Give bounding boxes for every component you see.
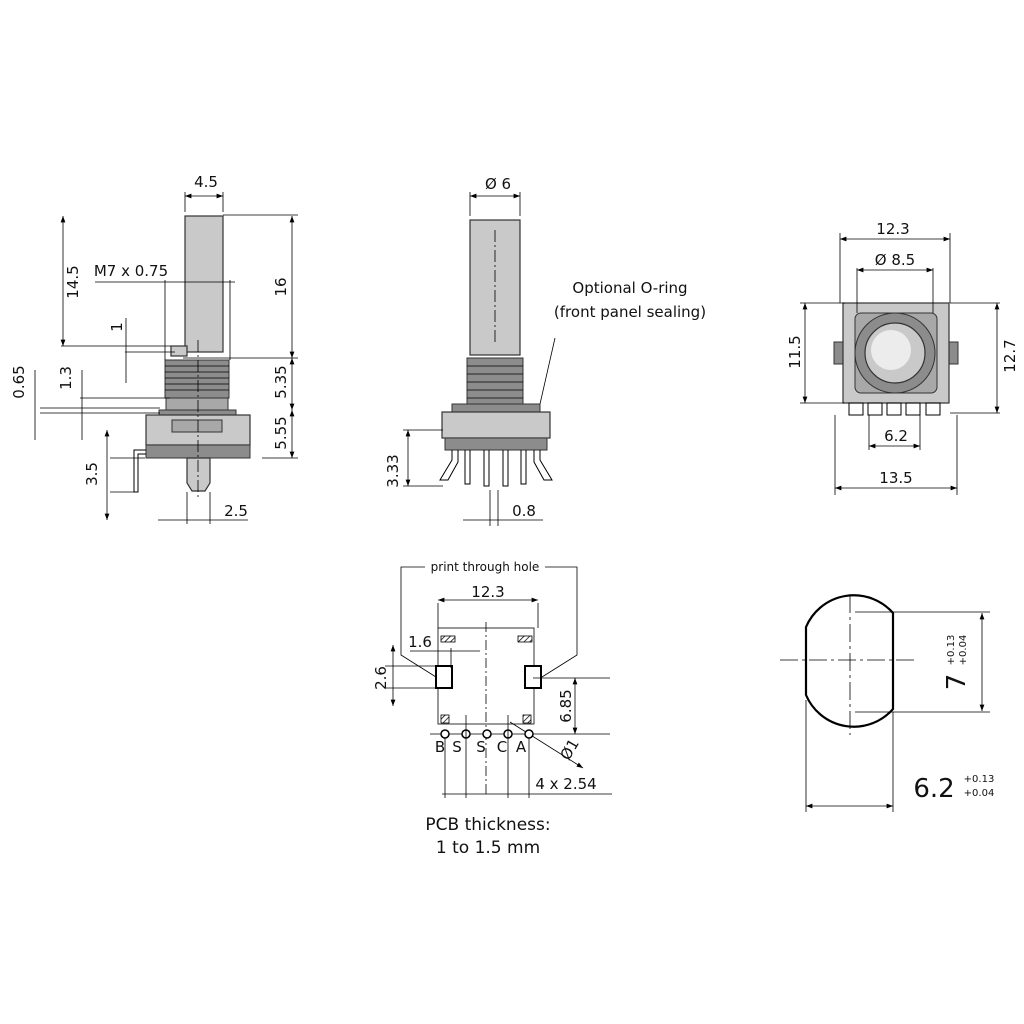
- dim-pitch: 4 x 2.54: [535, 775, 596, 793]
- oring-label-line1: Optional O-ring: [572, 279, 687, 297]
- dim-section-width: 6.2: [913, 774, 954, 804]
- pin-holes: [440, 729, 534, 739]
- thread: [164, 359, 230, 399]
- shaft-step: [170, 345, 188, 357]
- dim-slot-width: 1.6: [408, 633, 432, 651]
- dim-width: 12.3: [876, 220, 909, 238]
- oring-label-line2: (front panel sealing): [554, 303, 706, 321]
- pin-label-s2: S: [476, 738, 486, 756]
- shaft-section: 7 +0.13 +0.04 6.2 +0.13 +0.04: [780, 594, 995, 812]
- dim-nut: 1.3: [57, 366, 75, 390]
- mounting-slot-right: [524, 665, 542, 689]
- pin-label-s1: S: [452, 738, 462, 756]
- side-pins: [439, 450, 553, 481]
- bent-pin: [133, 449, 146, 493]
- top-view: 12.3 Ø 8.5 11.5 12.7 6.2 13.5: [786, 220, 1019, 495]
- dim-pin-span: 6.2: [884, 427, 908, 445]
- terminal-pins: [464, 450, 527, 487]
- dim-pcb-width: 12.3: [471, 583, 504, 601]
- front-view: Ø 6 Optional O-ring (front panel sealing…: [384, 175, 706, 526]
- thread: [466, 357, 524, 405]
- dim-flat-depth: 1: [108, 322, 126, 332]
- dim-thread: M7 x 0.75: [94, 262, 168, 280]
- pcb-thickness-line1: PCB thickness:: [425, 815, 550, 835]
- housing: [441, 411, 551, 439]
- pcb-thickness-line2: 1 to 1.5 mm: [436, 838, 540, 858]
- dim-total-depth: 12.7: [1001, 339, 1019, 372]
- shaft: [184, 215, 224, 353]
- d-shaft-profile: [804, 594, 895, 728]
- dim-shaft-width: 4.5: [194, 173, 218, 191]
- height-tol-upper: +0.13: [946, 635, 957, 666]
- mounting-slot-left: [435, 665, 453, 689]
- dim-body-height: 5.55: [272, 416, 290, 449]
- nut: [165, 397, 229, 411]
- washer: [158, 409, 237, 416]
- pin-label-a: A: [516, 738, 527, 756]
- o-ring: [451, 403, 541, 413]
- width-tol-lower: +0.04: [964, 788, 995, 799]
- dim-pin-offset: 2.5: [224, 502, 248, 520]
- dim-thread-length: 5.35: [272, 365, 290, 398]
- dim-slot-height: 2.6: [372, 666, 390, 690]
- dim-bore: Ø 8.5: [875, 251, 915, 269]
- dim-hole: Ø1: [557, 736, 583, 763]
- width-tol-upper: +0.13: [964, 774, 995, 785]
- dim-washer: 0.65: [10, 365, 28, 398]
- dim-pin-length: 3.5: [83, 462, 101, 486]
- print-through-hole-note: print through hole: [431, 560, 540, 574]
- dim-section-height: 7: [942, 674, 972, 691]
- pcb-layout: print through hole B S S C A 12.3 1.6 2.…: [372, 560, 612, 858]
- dim-slot-to-pins: 6.85: [557, 689, 575, 722]
- height-tol-lower: +0.04: [958, 635, 969, 666]
- dim-overall-width: 13.5: [879, 469, 912, 487]
- pins: [848, 402, 941, 416]
- dim-pin-height: 3.33: [384, 454, 402, 487]
- dim-shaft-length: 14.5: [64, 265, 82, 298]
- dim-depth: 11.5: [786, 335, 804, 368]
- center-pin: [186, 457, 211, 492]
- dim-total-height: 16: [272, 277, 290, 296]
- pin-label-b: B: [435, 738, 445, 756]
- housing-base: [444, 437, 548, 451]
- dim-pin-width: 0.8: [512, 502, 536, 520]
- pin-label-c: C: [497, 738, 507, 756]
- dim-shaft-diameter: Ø 6: [485, 175, 511, 193]
- side-view: 4.5 14.5 M7 x 0.75 1 16 0.65 1.3 5.35 5.…: [10, 173, 298, 524]
